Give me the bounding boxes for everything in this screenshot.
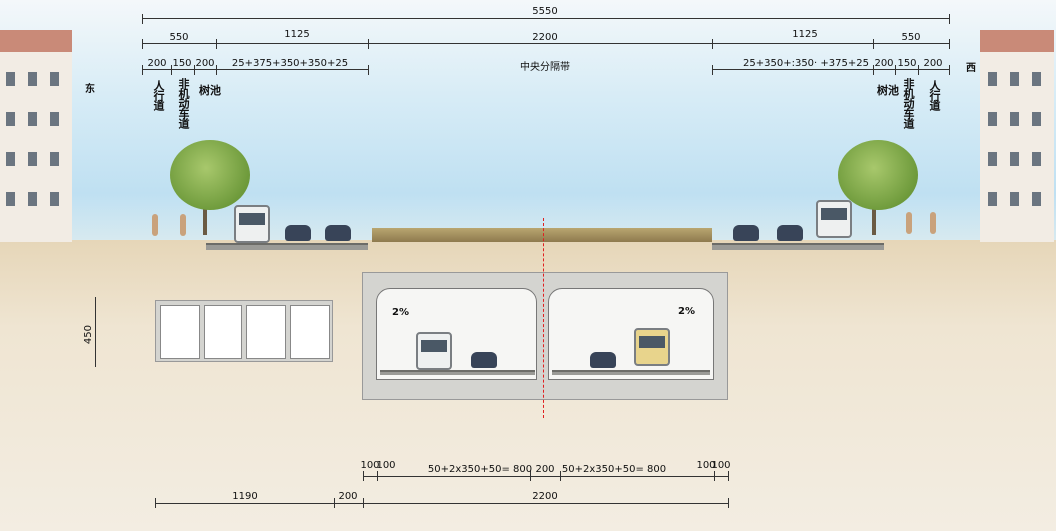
dim-line-total [142,18,949,19]
dim-left-side: 550 [169,32,189,43]
dim-line-3-right [712,69,949,70]
dim-b2-1: 200 [338,491,358,502]
road-left [206,243,368,250]
utility-conduit [155,300,333,362]
dim-b1-6: 100 [711,460,731,471]
label-left-bike-lane: 非机动车道 [177,78,190,128]
car [733,225,759,241]
dim-right-side: 550 [901,32,921,43]
dim-line-3-left [142,69,368,70]
slope-left: 2% [392,307,409,318]
dim-right-carriageway: 1125 [792,29,818,40]
dim-left-carriageway: 1125 [284,29,310,40]
dim-b1-0: 100 [360,460,380,471]
dim-left-tree: 200 [195,58,215,69]
dim-median: 2200 [532,32,558,43]
direction-west: 西 [966,63,976,74]
label-median: 中央分隔带 [520,62,570,73]
tunnel-cell-left [376,288,537,380]
label-left-tree-pit: 树池 [199,84,221,97]
dim-line-bottom-1 [363,476,728,477]
dim-b1-2: 50+2x350+50= 800 [427,464,533,475]
bus [416,332,452,370]
bus [234,205,270,243]
building-right [980,30,1054,242]
direction-east: 东 [85,84,95,95]
car [777,225,803,241]
dim-tunnel-height: 450 [83,325,94,345]
slope-right: 2% [678,306,695,317]
road-right [712,243,884,250]
dim-line-bottom-2 [155,503,728,504]
dim-right-bike: 150 [897,58,917,69]
dim-left-sidewalk: 200 [147,58,167,69]
centerline [543,218,544,418]
car [590,352,616,368]
car [325,225,351,241]
dim-total: 5550 [532,6,558,17]
dim-right-tree: 200 [874,58,894,69]
tunnel-cell-right [548,288,714,380]
dim-b1-1: 100 [376,460,396,471]
dim-b2-2: 2200 [532,491,558,502]
label-right-bike-lane: 非机动车道 [902,78,915,128]
bus [816,200,852,238]
label-right-tree-pit: 树池 [877,84,899,97]
tree-left [170,140,250,210]
dim-b1-3: 200 [535,464,555,475]
dim-b1-4: 50+2x350+50= 800 [561,464,667,475]
dim-right-sidewalk: 200 [923,58,943,69]
dim-left-lanes: 25+375+350+350+25 [231,58,349,69]
median-grass [372,228,712,242]
bus [634,328,670,366]
tree-right [838,140,918,210]
car [285,225,311,241]
dim-b2-0: 1190 [232,491,258,502]
sky-background [0,0,1056,242]
dim-b1-5: 100 [696,460,716,471]
dim-line-2 [142,43,949,44]
label-left-sidewalk: 人行道 [152,80,165,110]
dim-left-bike: 150 [172,58,192,69]
building-left [0,30,72,242]
label-right-sidewalk: 人行道 [928,80,941,110]
car [471,352,497,368]
dim-right-lanes: 25+350+:350· +375+25 [743,58,869,69]
